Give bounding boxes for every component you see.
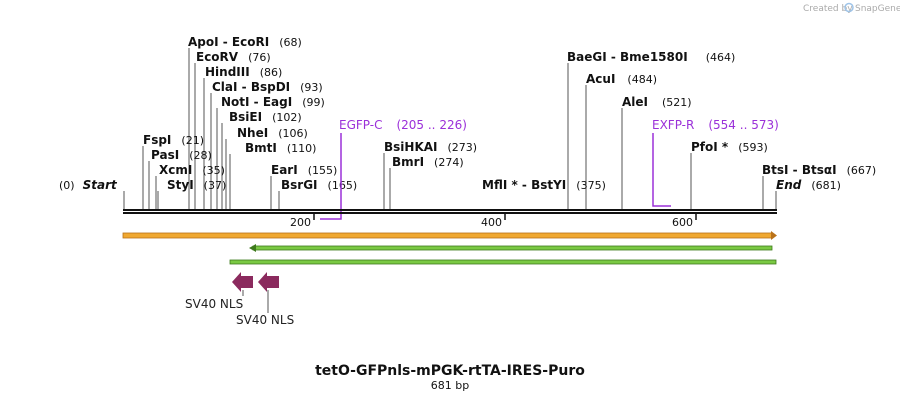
- feature-label: SV40 NLS: [236, 313, 294, 327]
- primer-label: EXFP-R(554 .. 573): [652, 118, 779, 132]
- site-label: FspI(21): [143, 133, 204, 147]
- feature-green-reverse: [249, 244, 773, 252]
- enzyme-labels: ApoI - EcoRI(68) EcoRV(76) HindIII(86) C…: [143, 35, 876, 192]
- primer-egfp-c: EGFP-C(205 .. 226): [320, 118, 467, 220]
- feature-green-arrowhead: [249, 244, 256, 252]
- map-length: 681 bp: [431, 379, 469, 392]
- feature-sv40-nls-2: SV40 NLS: [236, 272, 294, 327]
- site-label: StyI(37): [167, 178, 226, 192]
- site-label: BtsI - BtsαI(667): [762, 163, 876, 177]
- nls-arrow-shape: [232, 272, 253, 292]
- site-label: BsiHKAI(273): [384, 140, 477, 154]
- primer-arrow: [652, 133, 671, 207]
- site-label: AleI(521): [622, 95, 692, 109]
- snapgene-logo: SnapGene: [844, 2, 900, 14]
- site-label: ApoI - EcoRI(68): [188, 35, 302, 49]
- ruler: 200 400 600: [290, 214, 697, 229]
- site-label: BsiEI(102): [229, 110, 302, 124]
- feature-orange-arrowhead: [771, 231, 777, 240]
- backbone-top-strand: [123, 209, 777, 211]
- site-label: BmtI(110): [245, 141, 316, 155]
- ruler-tick-label: 400: [481, 216, 502, 229]
- feature-green-bar: [252, 245, 773, 251]
- site-label: EcoRV(76): [196, 50, 271, 64]
- nls-arrow-shape: [258, 272, 279, 292]
- feature-label: SV40 NLS: [185, 297, 243, 311]
- site-label: ClaI - BspDI(93): [212, 80, 323, 94]
- feature-orange: [122, 231, 777, 240]
- feature-orange-bar: [122, 232, 773, 239]
- backbone-bottom-strand: [123, 212, 777, 214]
- site-label: XcmI(35): [159, 163, 225, 177]
- map-title: tetO-GFPnls-mPGK-rtTA-IRES-Puro: [315, 363, 585, 379]
- site-label: MflI * - BstYI(375): [482, 178, 606, 192]
- site-label: PfoI *(593): [691, 140, 768, 154]
- site-label: AcuI(484): [586, 72, 657, 86]
- ruler-tick-label: 600: [672, 216, 693, 229]
- site-label: BsrGI(165): [281, 178, 357, 192]
- primer-label: EGFP-C(205 .. 226): [339, 118, 467, 132]
- snapgene-logo-icon: [844, 2, 854, 13]
- credit-text: Created by: [803, 4, 853, 14]
- site-label: PasI(28): [151, 148, 212, 162]
- feature-green-bar: [229, 259, 777, 265]
- start-label: (0)Start: [59, 178, 118, 192]
- site-label: BmrI(274): [392, 155, 464, 169]
- site-label: NotI - EagI(99): [221, 95, 325, 109]
- site-label: EarI(155): [271, 163, 337, 177]
- site-label: HindIII(86): [205, 65, 282, 79]
- primer-exfp-r: EXFP-R(554 .. 573): [652, 118, 779, 207]
- primer-arrow: [320, 133, 342, 220]
- sequence-backbone: [123, 209, 777, 214]
- ruler-tick-label: 200: [290, 216, 311, 229]
- end-label: End(681): [776, 178, 841, 192]
- site-label: NheI(106): [237, 126, 308, 140]
- credit-brand: SnapGene: [855, 4, 900, 14]
- feature-sv40-nls-1: SV40 NLS: [185, 272, 253, 311]
- site-label: BaeGI - Bme1580I(464): [567, 50, 735, 64]
- site-lines: [123, 48, 777, 210]
- feature-green-full: [229, 259, 777, 265]
